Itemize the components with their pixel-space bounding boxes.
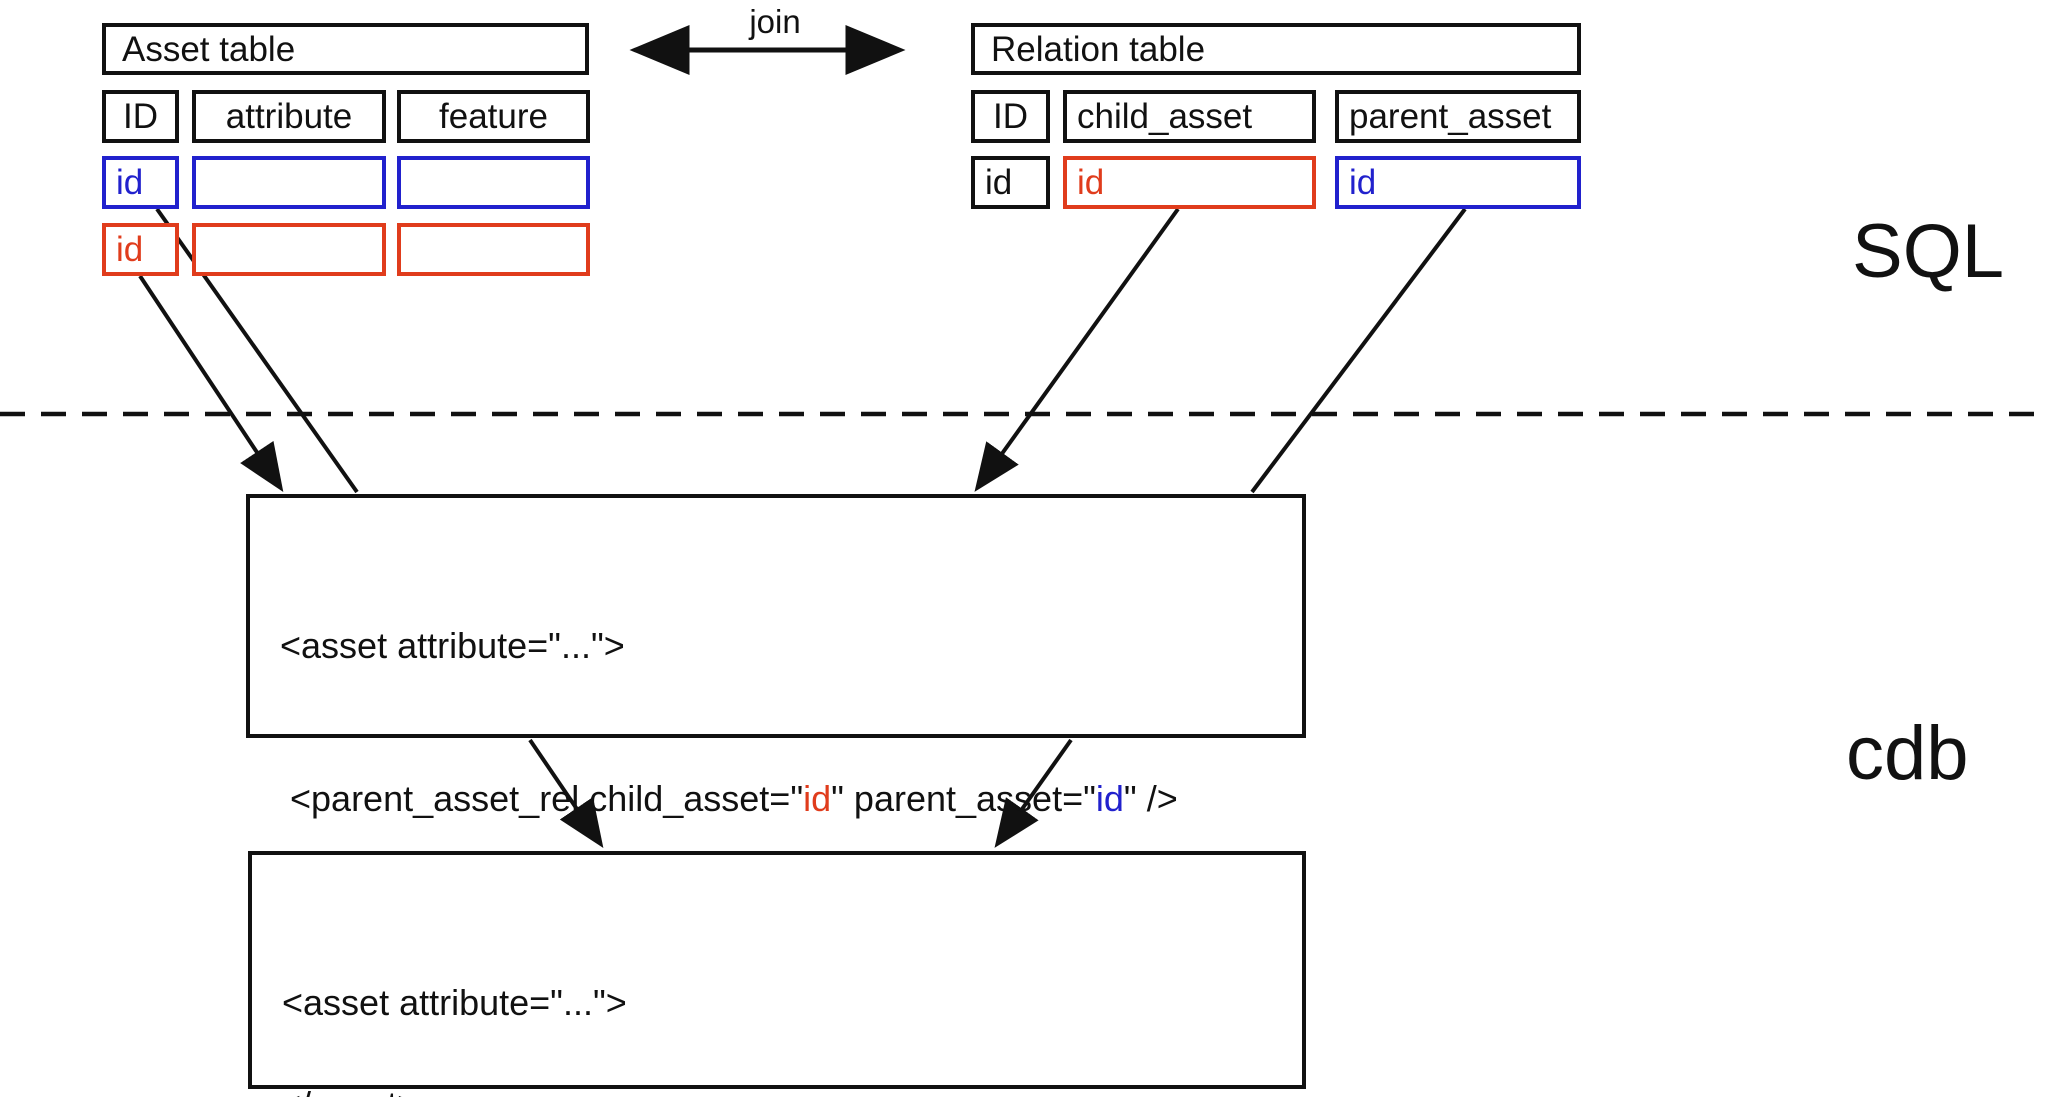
parent-asset-rel-xml-box: <asset attribute="..."> <parent_asset_re… [246,494,1306,1097]
asset-col-header-feature: feature [397,90,590,143]
relation-col-header-child-asset: child_asset [1063,90,1316,143]
asset-row-red-feature-cell [397,223,590,276]
relation-row-child-asset-cell: id [1063,156,1316,209]
link-parent-rel-to-child-rel-right [994,738,1073,848]
link-relation-child-id-to-parent-rel [974,207,1180,492]
asset-row-blue-feature-cell [397,156,590,209]
parent-asset-id-value: id [1095,778,1124,819]
xml-text: <asset attribute="..."> [282,982,627,1023]
asset-col-header-attribute: attribute [192,90,386,143]
relation-row-id-cell: id [971,156,1050,209]
link-relation-parent-id-to-parent-rel [1250,207,1467,494]
link-asset-red-id-to-parent-rel [138,274,284,492]
asset-row-red-id-cell: id [102,223,179,276]
asset-row-blue-id-cell: id [102,156,179,209]
child-rel-xml-line-1: <asset attribute="..."> [282,977,1302,1028]
asset-row-red-attribute-cell [192,223,386,276]
relation-col-header-id: ID [971,90,1050,143]
xml-text: " /> [1123,778,1178,819]
parent-rel-xml-line-2: <parent_asset_rel child_asset="id" paren… [280,773,1302,824]
relation-col-header-parent-asset: parent_asset [1335,90,1581,143]
join-label: join [749,3,801,40]
sql-region-label: SQL [1852,209,2005,294]
asset-row-blue-attribute-cell [192,156,386,209]
link-parent-rel-to-child-rel-left [528,738,604,848]
asset-table-title: Asset table [102,23,589,75]
parent-rel-xml-line-1: <asset attribute="..."> [280,620,1302,671]
child-asset-id-value: id [803,778,832,819]
link-asset-blue-id-to-parent-rel [155,207,359,494]
relation-row-parent-asset-cell: id [1335,156,1581,209]
asset-col-header-id: ID [102,90,179,143]
child-asset-rel-xml-box: <asset attribute="..."> <child_asset_rel… [248,851,1306,1089]
cdb-region-label: cdb [1846,711,1969,796]
relation-table-title: Relation table [971,23,1581,75]
xml-text: <asset attribute="..."> [280,625,625,666]
xml-text: <parent_asset_rel child_asset=" [280,778,804,819]
xml-text: " parent_asset=" [831,778,1096,819]
